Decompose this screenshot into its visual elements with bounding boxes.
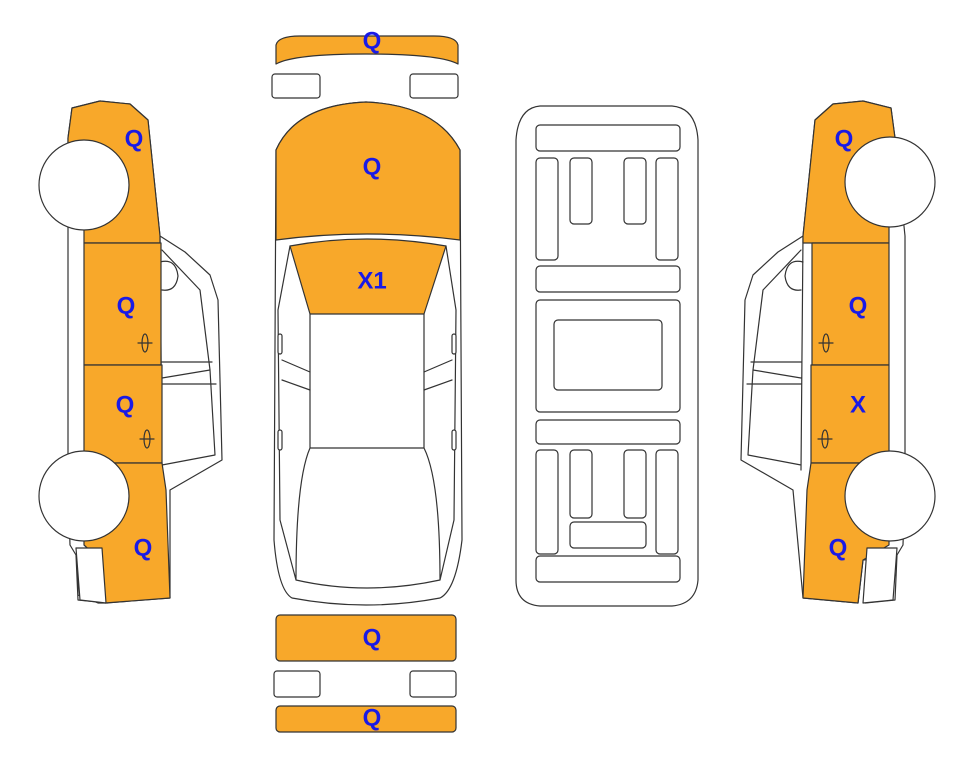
left-front-wheel [38,139,130,231]
underbody-front-crossmember [535,124,681,152]
underbody-rear-inner-left [569,449,593,519]
left-side-view: Q Q Q Q [38,100,223,604]
left-front-door-handle [137,333,153,353]
left-rear-quarter-label: Q [134,534,153,561]
right-front-wheel [844,136,936,228]
underbody-view [515,105,699,607]
right-rear-door-handle [817,429,833,449]
right-rear-door-label: X [850,391,866,418]
underbody-front-inner-left [569,157,593,225]
left-mirror [159,260,179,291]
right-side-view: Q Q X Q [740,100,936,604]
left-headlight [271,73,321,99]
left-door-handle-top-rear [277,429,283,451]
right-rear-bumper-stub [862,547,898,604]
left-rear-wheel [38,450,130,542]
roof-label: X1 [357,267,386,294]
left-door-handle-top [277,333,283,355]
underbody-left-rear-rail [535,449,559,555]
left-front-door-label: Q [117,292,136,319]
underbody-right-rear-rail [655,449,679,555]
underbody-center-pan [553,319,663,391]
right-front-door-label: Q [849,292,868,319]
right-headlight [409,73,459,99]
underbody-mid-crossmember-front [535,265,681,293]
underbody-front-inner-right [623,157,647,225]
left-front-fender-label: Q [125,125,144,152]
underbody-rear-crossmember [535,555,681,583]
left-rear-door-label: Q [116,391,135,418]
right-mirror [784,260,804,291]
underbody-left-front-rail [535,157,559,261]
left-taillight [273,670,321,698]
cabin-outline [277,245,457,589]
right-front-door [811,242,890,366]
trunk-lid-label: Q [363,624,382,651]
hood-label: Q [363,153,382,180]
hood [275,101,461,241]
right-rear-quarter-label: Q [829,534,848,561]
right-door-handle-top-rear [451,429,457,451]
left-rear-bumper-stub [75,547,107,604]
rear-bumper [275,705,457,733]
right-taillight [409,670,457,698]
left-rear-door-handle [139,429,155,449]
underbody-mid-crossmember-rear [535,419,681,445]
right-window-frame [746,235,804,471]
trunk-lid [275,614,457,662]
top-view: Q Q X1 Q Q [271,27,463,733]
underbody-rear-tank [569,521,647,549]
right-rear-wheel [844,450,936,542]
side-window-lines [281,359,453,391]
right-front-fender-label: Q [835,125,854,152]
right-front-door-handle [818,333,834,353]
underbody-rear-inner-right [623,449,647,519]
front-bumper [275,35,459,65]
front-bumper-label: Q [363,27,382,54]
underbody-right-front-rail [655,157,679,261]
rear-bumper-label: Q [363,704,382,731]
right-door-handle-top [451,333,457,355]
